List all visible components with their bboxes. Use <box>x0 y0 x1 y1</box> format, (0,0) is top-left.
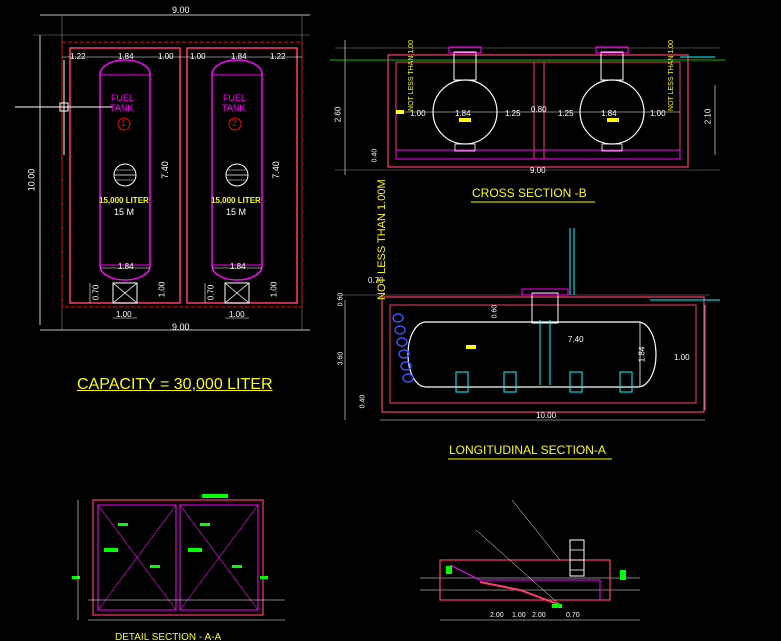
plan-view <box>15 14 310 331</box>
cross-section-b <box>330 40 725 203</box>
longitudinal-section-a <box>340 228 720 460</box>
pump-detail <box>420 499 640 621</box>
detail-section-aa <box>72 494 285 621</box>
